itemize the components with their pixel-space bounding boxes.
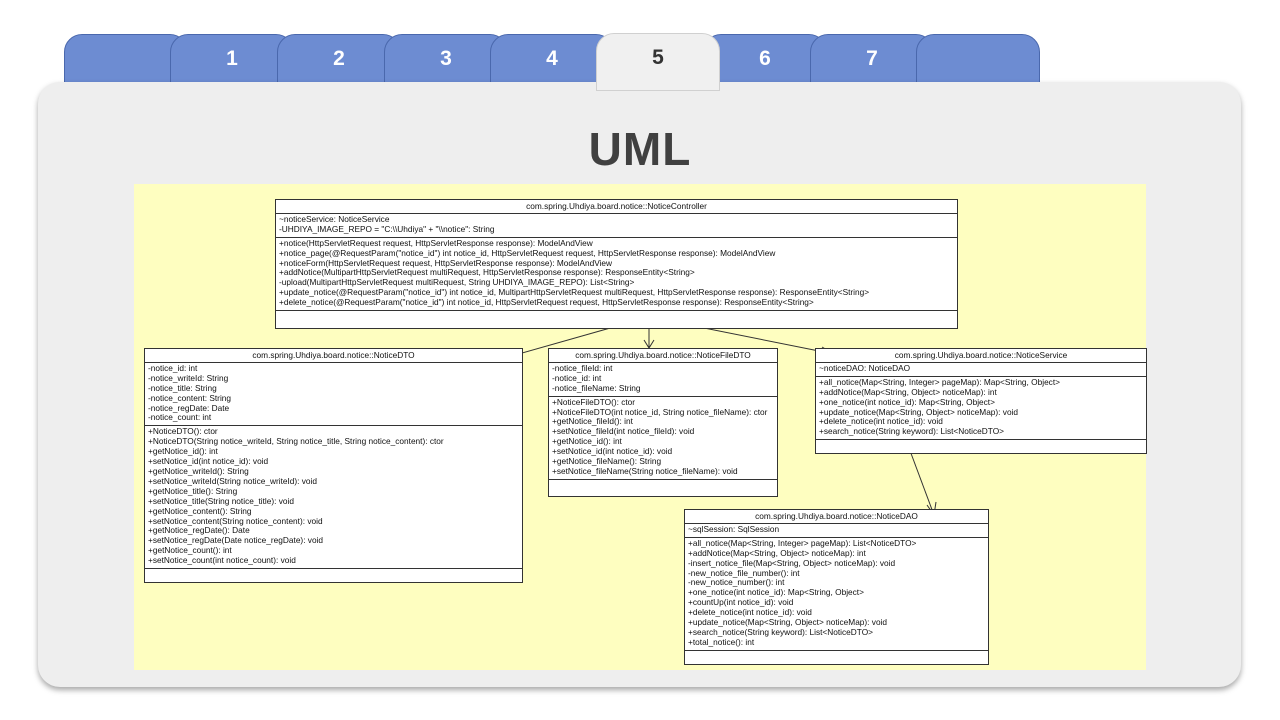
- class-notice-service: com.spring.Uhdiya.board.notice::NoticeSe…: [815, 348, 1147, 454]
- class-method: +setNotice_id(int notice_id): void: [552, 447, 673, 457]
- class-notice-file-dto: com.spring.Uhdiya.board.notice::NoticeFi…: [548, 348, 778, 497]
- tab-1[interactable]: 1: [170, 34, 294, 86]
- tab-2[interactable]: 2: [277, 34, 401, 86]
- class-method: +NoticeFileDTO(): ctor: [552, 397, 636, 407]
- class-attribute: ~noticeDAO: NoticeDAO: [819, 363, 911, 373]
- class-method: +getNotice_regDate(): Date: [148, 526, 250, 536]
- class-attribute: -notice_content: String: [148, 393, 232, 403]
- class-method: +update_notice(@RequestParam("notice_id"…: [279, 288, 870, 298]
- class-method: +addNotice(Map<String, Object> noticeMap…: [688, 548, 866, 558]
- class-methods: +all_notice(Map<String, Integer> pageMap…: [685, 538, 988, 651]
- class-notice-dto: com.spring.Uhdiya.board.notice::NoticeDT…: [144, 348, 523, 583]
- class-method: +setNotice_content(String notice_content…: [148, 516, 323, 526]
- page-title: UML: [588, 123, 692, 175]
- class-attribute: -notice_title: String: [148, 383, 217, 393]
- class-method: +getNotice_count(): int: [148, 546, 232, 556]
- class-method: +setNotice_regDate(Date notice_regDate):…: [148, 536, 324, 546]
- class-methods: +NoticeFileDTO(): ctor +NoticeFileDTO(in…: [549, 397, 777, 480]
- class-name: com.spring.Uhdiya.board.notice::NoticeFi…: [549, 349, 777, 363]
- class-attribute: -notice_id: int: [148, 363, 198, 373]
- class-empty-section: [685, 651, 988, 668]
- class-method: +NoticeDTO(String notice_writeId, String…: [148, 437, 444, 447]
- class-attribute: -notice_regDate: Date: [148, 403, 230, 413]
- class-empty-section: [816, 440, 1146, 457]
- tab-5[interactable]: 5: [596, 33, 720, 91]
- class-method: +getNotice_writeId(): String: [148, 466, 249, 476]
- class-method: +search_notice(String keyword): List<Not…: [688, 627, 873, 637]
- class-methods: +notice(HttpServletRequest request, Http…: [276, 238, 957, 312]
- class-method: +setNotice_id(int notice_id): void: [148, 457, 269, 467]
- tab-bar: 1 2 3 4 5 6 7: [0, 0, 1280, 91]
- class-method: +addNotice(Map<String, Object> noticeMap…: [819, 387, 997, 397]
- class-method: +all_notice(Map<String, Integer> pageMap…: [819, 377, 1060, 387]
- class-method: +getNotice_title(): String: [148, 486, 238, 496]
- class-attributes: -notice_id: int -notice_writeId: String …: [145, 363, 522, 427]
- class-method: +setNotice_fileName(String notice_fileNa…: [552, 466, 738, 476]
- class-method: +delete_notice(int notice_id): void: [688, 608, 812, 618]
- assoc-service-dao: [908, 447, 935, 516]
- class-method: +NoticeDTO(): ctor: [148, 427, 218, 437]
- class-method: +getNotice_id(): int: [552, 437, 622, 447]
- class-attribute: ~noticeService: NoticeService: [279, 214, 390, 224]
- class-method: +addNotice(MultipartHttpServletRequest m…: [279, 268, 695, 278]
- class-method: +getNotice_fileName(): String: [552, 457, 662, 467]
- class-attributes: ~noticeDAO: NoticeDAO: [816, 363, 1146, 377]
- class-name: com.spring.Uhdiya.board.notice::NoticeSe…: [816, 349, 1146, 363]
- uml-diagram: com.spring.Uhdiya.board.notice::NoticeCo…: [134, 184, 1147, 670]
- class-methods: +NoticeDTO(): ctor +NoticeDTO(String not…: [145, 426, 522, 570]
- class-method: +total_notice(): int: [688, 637, 755, 647]
- class-attributes: ~sqlSession: SqlSession: [685, 524, 988, 538]
- class-method: +update_notice(Map<String, Object> notic…: [688, 618, 888, 628]
- class-method: +all_notice(Map<String, Integer> pageMap…: [688, 538, 917, 548]
- class-name: com.spring.Uhdiya.board.notice::NoticeCo…: [276, 200, 957, 214]
- class-empty-section: [549, 480, 777, 497]
- class-method: +delete_notice(int notice_id): void: [819, 417, 943, 427]
- class-method: +noticeForm(HttpServletRequest request, …: [279, 258, 613, 268]
- class-method: +getNotice_id(): int: [148, 447, 218, 457]
- class-attribute: -notice_fileId: int: [552, 363, 613, 373]
- tab-0[interactable]: [64, 34, 188, 86]
- class-method: +getNotice_fileId(): int: [552, 417, 633, 427]
- class-method: +NoticeFileDTO(int notice_id, String not…: [552, 407, 768, 417]
- class-attribute: -notice_count: int: [148, 413, 212, 423]
- class-method: +one_notice(int notice_id): Map<String, …: [819, 397, 995, 407]
- class-empty-section: [145, 569, 522, 586]
- class-method: +getNotice_content(): String: [148, 506, 252, 516]
- class-method: -new_notice_number(): int: [688, 578, 785, 588]
- class-method: -insert_notice_file(Map<String, Object> …: [688, 558, 896, 568]
- class-method: +search_notice(String keyword): List<Not…: [819, 427, 1004, 437]
- class-attribute: -notice_writeId: String: [148, 373, 229, 383]
- class-name: com.spring.Uhdiya.board.notice::NoticeDA…: [685, 510, 988, 524]
- class-method: +setNotice_fileId(int notice_fileId): vo…: [552, 427, 695, 437]
- class-method: +delete_notice(@RequestParam("notice_id"…: [279, 298, 814, 308]
- class-method: +one_notice(int notice_id): Map<String, …: [688, 588, 864, 598]
- tab-6[interactable]: 6: [703, 34, 827, 86]
- class-method: +setNotice_title(String notice_title): v…: [148, 496, 294, 506]
- class-attributes: -notice_fileId: int -notice_id: int -not…: [549, 363, 777, 397]
- arrowhead-filedto: [643, 339, 655, 349]
- class-empty-section: [276, 311, 957, 328]
- class-attribute: ~sqlSession: SqlSession: [688, 524, 780, 534]
- class-methods: +all_notice(Map<String, Integer> pageMap…: [816, 377, 1146, 441]
- class-attribute: -notice_id: int: [552, 373, 602, 383]
- class-method: +countUp(int notice_id): void: [688, 598, 794, 608]
- class-method: -new_notice_file_number(): int: [688, 568, 800, 578]
- class-method: +update_notice(Map<String, Object> notic…: [819, 407, 1019, 417]
- class-method: +setNotice_writeId(String notice_writeId…: [148, 476, 318, 486]
- class-method: -upload(MultipartHttpServletRequest mult…: [279, 278, 635, 288]
- class-attribute: -UHDIYA_IMAGE_REPO = "C:\\Uhdiya" + "\\n…: [279, 224, 495, 234]
- tab-3[interactable]: 3: [384, 34, 508, 86]
- class-name: com.spring.Uhdiya.board.notice::NoticeDT…: [145, 349, 522, 363]
- class-method: +notice(HttpServletRequest request, Http…: [279, 238, 593, 248]
- class-notice-dao: com.spring.Uhdiya.board.notice::NoticeDA…: [684, 509, 989, 665]
- tab-8[interactable]: [916, 34, 1040, 86]
- class-method: +notice_page(@RequestParam("notice_id") …: [279, 248, 776, 258]
- class-attribute: -notice_fileName: String: [552, 383, 641, 393]
- class-notice-controller: com.spring.Uhdiya.board.notice::NoticeCo…: [275, 199, 958, 329]
- class-method: +setNotice_count(int notice_count): void: [148, 556, 296, 566]
- class-attributes: ~noticeService: NoticeService -UHDIYA_IM…: [276, 214, 957, 238]
